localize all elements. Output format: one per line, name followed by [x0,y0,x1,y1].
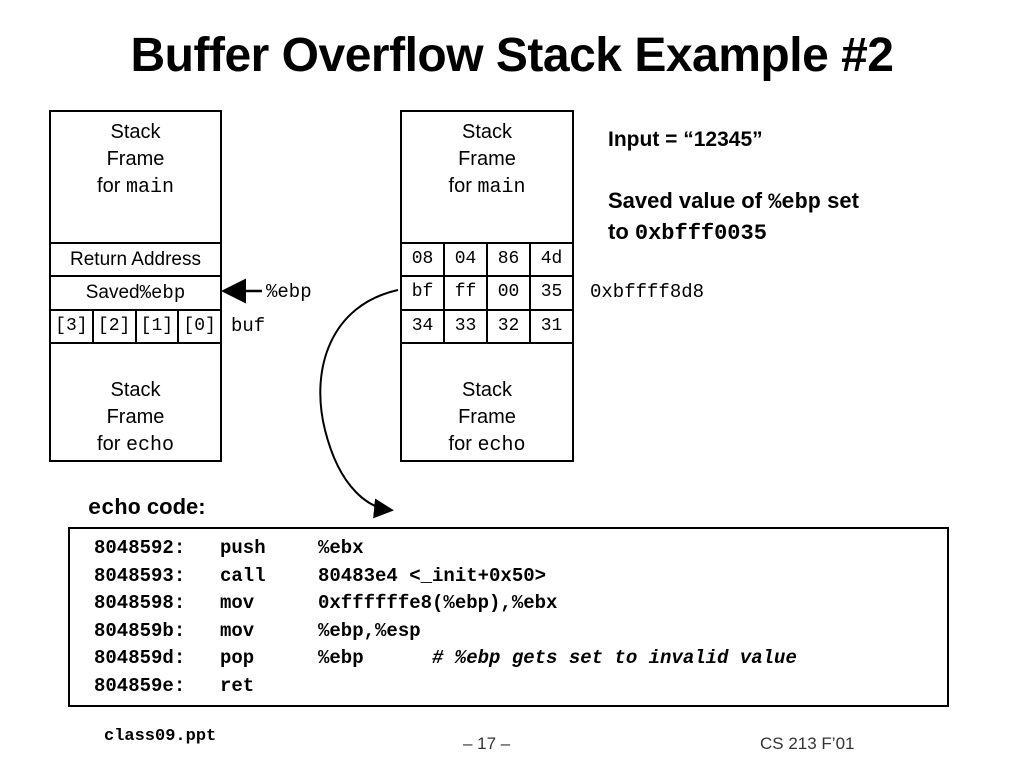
buf-byte-1: 33 [443,311,486,342]
code-line: 8048592: push %ebx [94,537,934,561]
code-line: 8048593: call 80483e4 <_init+0x50> [94,565,934,589]
code-heading-fn: echo [88,496,141,521]
right-main-frame-fn: main [477,176,526,199]
code-box: 8048592: push %ebx 8048593: call 80483e4 <_in… [68,527,949,707]
code-heading: echo code: [88,494,206,521]
code-opcode: mov [220,592,255,614]
code-opcode: ret [220,674,255,697]
buf-byte-3: 31 [529,311,572,342]
right-echo-frame-line1: Stack [461,379,513,401]
to-value: 0xbfff0035 [634,221,767,246]
ret-byte-0: 08 [411,249,434,269]
right-echo-frame: Stack Frame for echo [402,342,572,460]
code-line: 804859b: mov %ebp,%esp [94,620,934,644]
right-stack-diagram: Stack Frame for main 08 04 86 4d bf ff 0… [400,110,574,462]
left-echo-frame-fn: echo [125,434,174,457]
return-flow-arrow [319,289,399,519]
code-operands: 80483e4 <_init+0x50> [318,564,547,587]
right-main-frame-line2: Frame [458,148,516,170]
code-address: 804859b: [94,619,186,642]
left-main-frame-line2: Frame [106,148,165,170]
right-main-frame-for: for [448,175,478,197]
code-line: 804859d: pop %ebp # %ebp gets set to invali… [94,647,934,671]
ret-byte-3: 4d [529,244,572,275]
return-address-label: Return Address [70,248,201,270]
saved-note-line1: Saved value of %ebp set [608,188,859,215]
right-main-frame: Stack Frame for main [402,112,572,242]
right-echo-frame-line2: Frame [458,406,516,428]
left-echo-frame-line2: Frame [106,406,165,428]
buf-cell-3: [3] [55,316,88,336]
ebp-pointer-label: %ebp [266,281,312,303]
left-echo-frame-line1: Stack [110,379,161,401]
buf-byte-0: 34 [411,316,434,336]
code-operands: %ebx [318,537,364,559]
code-address: 8048592: [94,537,186,559]
saved-note-line2: to 0xbfff0035 [608,219,767,246]
code-operands: 0xffffffe8(%ebp),%ebx [318,592,558,614]
left-main-frame-line1: Stack [110,121,161,143]
code-operands: %ebp,%esp [318,619,421,642]
saved-note-prefix: Saved value of [608,188,769,213]
left-echo-frame: Stack Frame for echo [51,342,220,460]
buf-byte-2: 32 [486,311,529,342]
left-main-frame-for: for [97,175,126,197]
buf-cell-0: [0] [177,311,220,342]
code-opcode: pop [220,647,255,669]
footer-filename: class09.ppt [104,727,217,746]
code-heading-text: code: [140,494,206,519]
left-main-frame: Stack Frame for main [51,112,220,242]
code-address: 804859d: [94,647,186,669]
right-main-frame-line1: Stack [461,121,513,143]
ebp-byte-0: bf [411,282,434,302]
buf-cell-1: [1] [134,311,178,342]
left-main-frame-fn: main [125,176,174,199]
ebp-byte-3: 35 [529,277,572,309]
left-echo-frame-for: for [97,433,126,455]
buf-cell-2: [2] [91,311,135,342]
code-opcode: mov [220,619,255,642]
code-comment: # %ebp gets set to invalid value [432,647,797,669]
code-opcode: call [220,564,266,587]
saved-ebp-label: Saved [85,282,140,303]
code-line: 8048598: mov 0xffffffe8(%ebp),%ebx [94,592,934,616]
ret-byte-1: 04 [443,244,486,275]
code-address: 8048593: [94,564,186,587]
right-return-address-row: 08 04 86 4d [402,242,572,275]
left-return-address-row: Return Address [51,242,220,275]
saved-note-suffix: set [821,188,859,213]
ebp-byte-2: 00 [486,277,529,309]
left-stack-diagram: Stack Frame for main Return Address Save… [49,110,222,462]
left-buf-row: [3] [2] [1] [0] [51,309,220,342]
ebp-byte-1: ff [443,277,486,309]
code-operands: %ebp [318,647,364,669]
footer-course: CS 213 F’01 [760,734,855,753]
code-line: 804859e: ret [94,675,934,699]
slide-title: Buffer Overflow Stack Example #2 [130,29,894,82]
footer-page-number: – 17 – [463,734,511,753]
address-label: 0xbffff8d8 [590,281,705,303]
right-echo-frame-for: for [448,433,478,455]
to-prefix: to [608,219,635,244]
right-echo-frame-fn: echo [477,434,526,457]
ret-byte-2: 86 [486,244,529,275]
right-buf-row: 34 33 32 31 [402,309,572,342]
right-saved-ebp-row: bf ff 00 35 [402,275,572,309]
buf-label: buf [231,315,266,337]
code-opcode: push [220,537,266,559]
code-address: 8048598: [94,592,186,614]
left-saved-ebp-row: Saved %ebp [51,275,220,309]
code-address: 804859e: [94,674,186,697]
saved-note-reg: %ebp [768,190,821,215]
saved-ebp-reg: %ebp [139,282,186,304]
input-note: Input = “12345” [608,128,763,151]
